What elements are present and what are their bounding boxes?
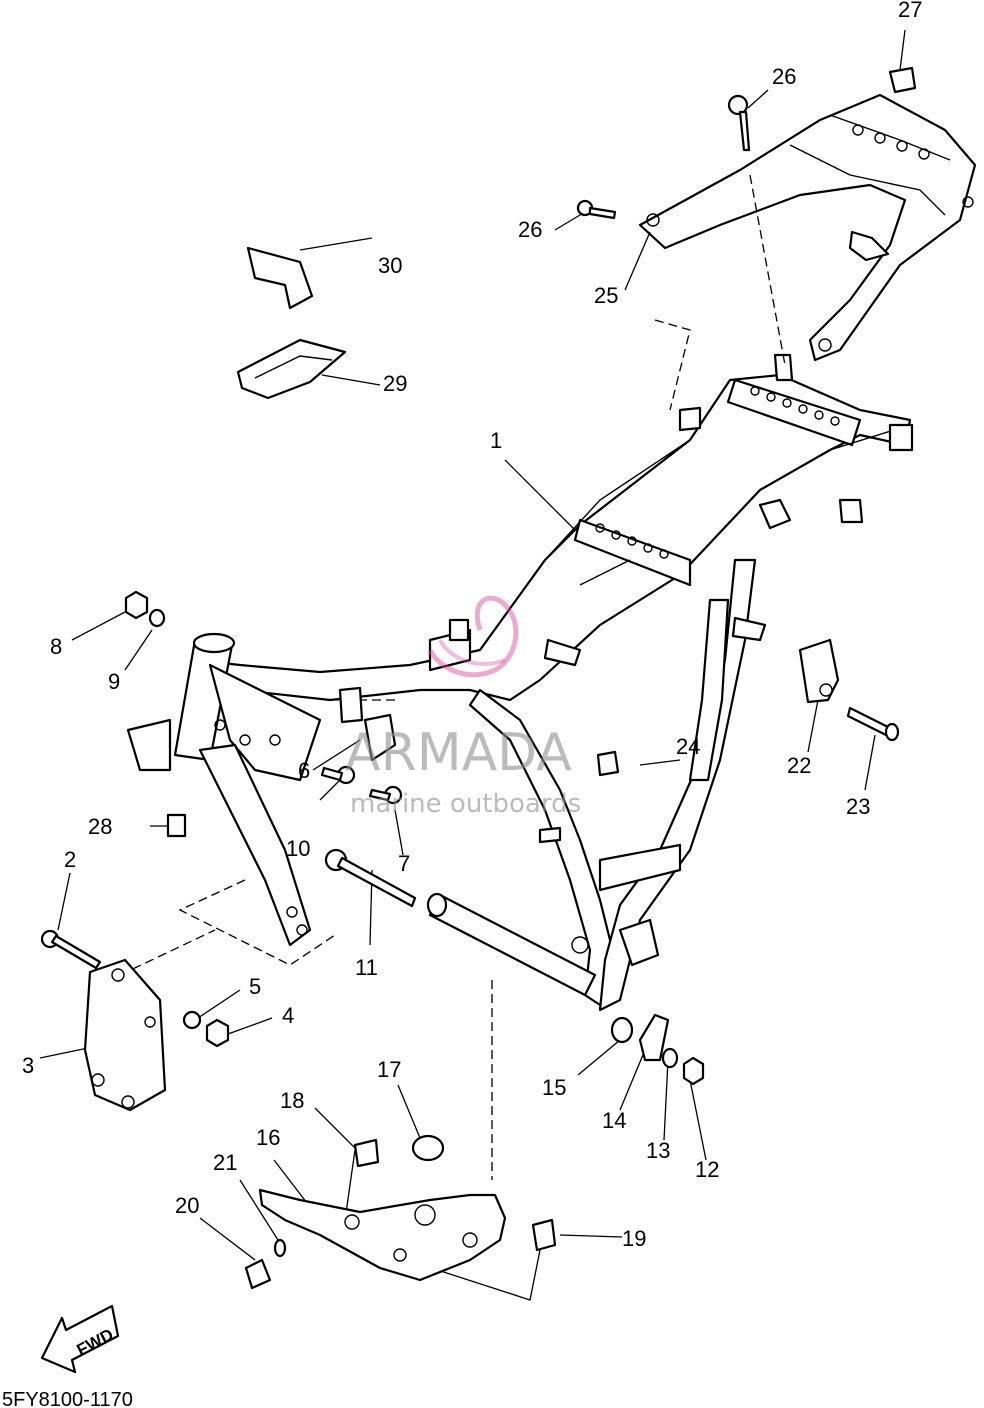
callout-27: 27 — [898, 0, 922, 22]
callout-10: 10 — [286, 836, 310, 861]
watermark-brand: ARMADA — [345, 723, 572, 783]
small-parts — [40, 66, 917, 1290]
callout-11: 11 — [355, 955, 378, 980]
callout-13: 13 — [646, 1138, 670, 1163]
armada-watermark: ARMADA marine outboards — [345, 595, 581, 819]
callout-12: 12 — [695, 1157, 719, 1182]
callout-23: 23 — [846, 794, 870, 819]
callout-26b: 26 — [518, 217, 542, 242]
callout-6: 6 — [298, 758, 310, 783]
rear-subframe — [638, 93, 977, 362]
callout-16: 16 — [256, 1125, 280, 1150]
callout-1: 1 — [490, 428, 502, 453]
callout-17: 17 — [377, 1057, 401, 1082]
callout-26a: 26 — [772, 64, 796, 89]
callout-28: 28 — [88, 814, 112, 839]
callout-8: 8 — [50, 634, 62, 659]
callout-21: 21 — [213, 1150, 237, 1175]
callout-14: 14 — [602, 1108, 626, 1133]
callout-19: 19 — [622, 1226, 646, 1251]
callout-22: 22 — [787, 753, 811, 778]
leader-lines — [39, 29, 906, 1301]
main-frame — [126, 353, 914, 1012]
callout-20: 20 — [175, 1193, 199, 1218]
callout-24: 24 — [676, 734, 700, 759]
callout-4: 4 — [282, 1003, 294, 1028]
callout-15: 15 — [542, 1075, 566, 1100]
diagram-code: 5FY8100-1170 — [2, 1389, 133, 1408]
callout-7: 7 — [398, 851, 410, 876]
callout-2: 2 — [64, 847, 76, 872]
callout-5: 5 — [249, 974, 261, 999]
callout-3: 3 — [22, 1053, 34, 1078]
watermark-tagline: marine outboards — [350, 789, 581, 819]
callout-25: 25 — [594, 283, 618, 308]
callout-29: 29 — [383, 371, 407, 396]
callout-9: 9 — [108, 669, 120, 694]
fwd-arrow: FWD — [40, 1304, 120, 1374]
callouts: 1 2 3 4 5 6 7 8 9 10 11 12 13 14 15 16 1… — [22, 0, 922, 1251]
callout-18: 18 — [280, 1088, 304, 1113]
callout-30: 30 — [378, 253, 402, 278]
